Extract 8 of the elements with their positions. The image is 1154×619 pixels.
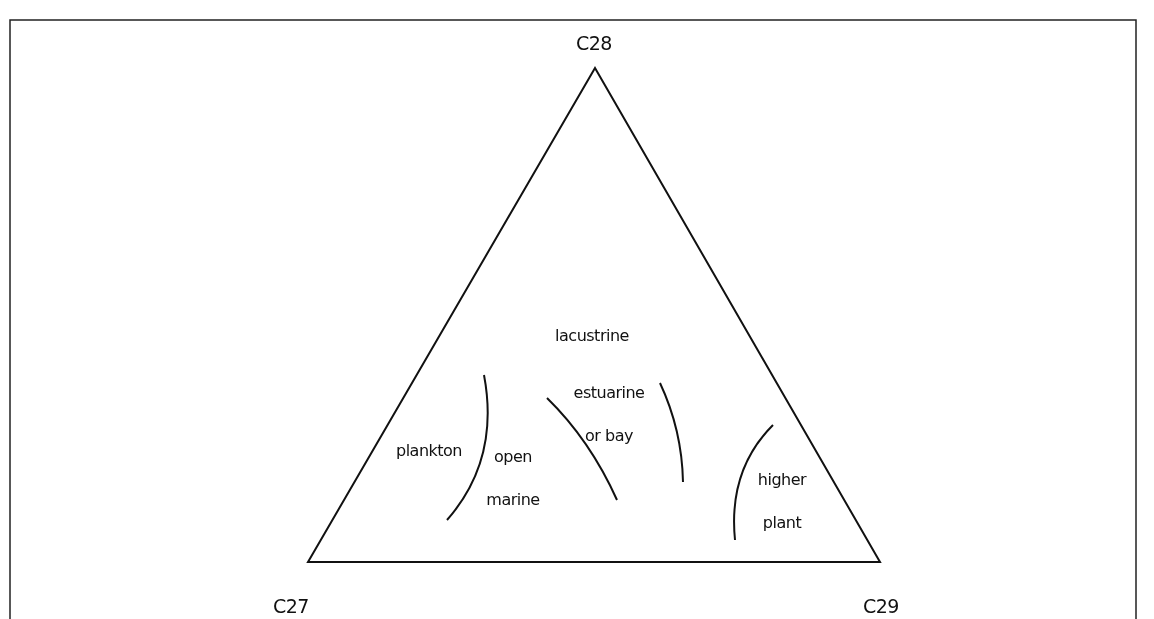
vertex-label: C28 bbox=[575, 31, 613, 55]
region-label: estuarine or bay bbox=[572, 382, 646, 447]
region-label: plankton bbox=[395, 439, 463, 462]
vertex-label: C27 bbox=[272, 594, 310, 618]
region-label: open marine bbox=[485, 446, 541, 511]
region-label: lacustrine bbox=[554, 324, 630, 347]
vertex-label: C29 bbox=[862, 594, 900, 618]
region-label: higher plant bbox=[756, 469, 808, 534]
